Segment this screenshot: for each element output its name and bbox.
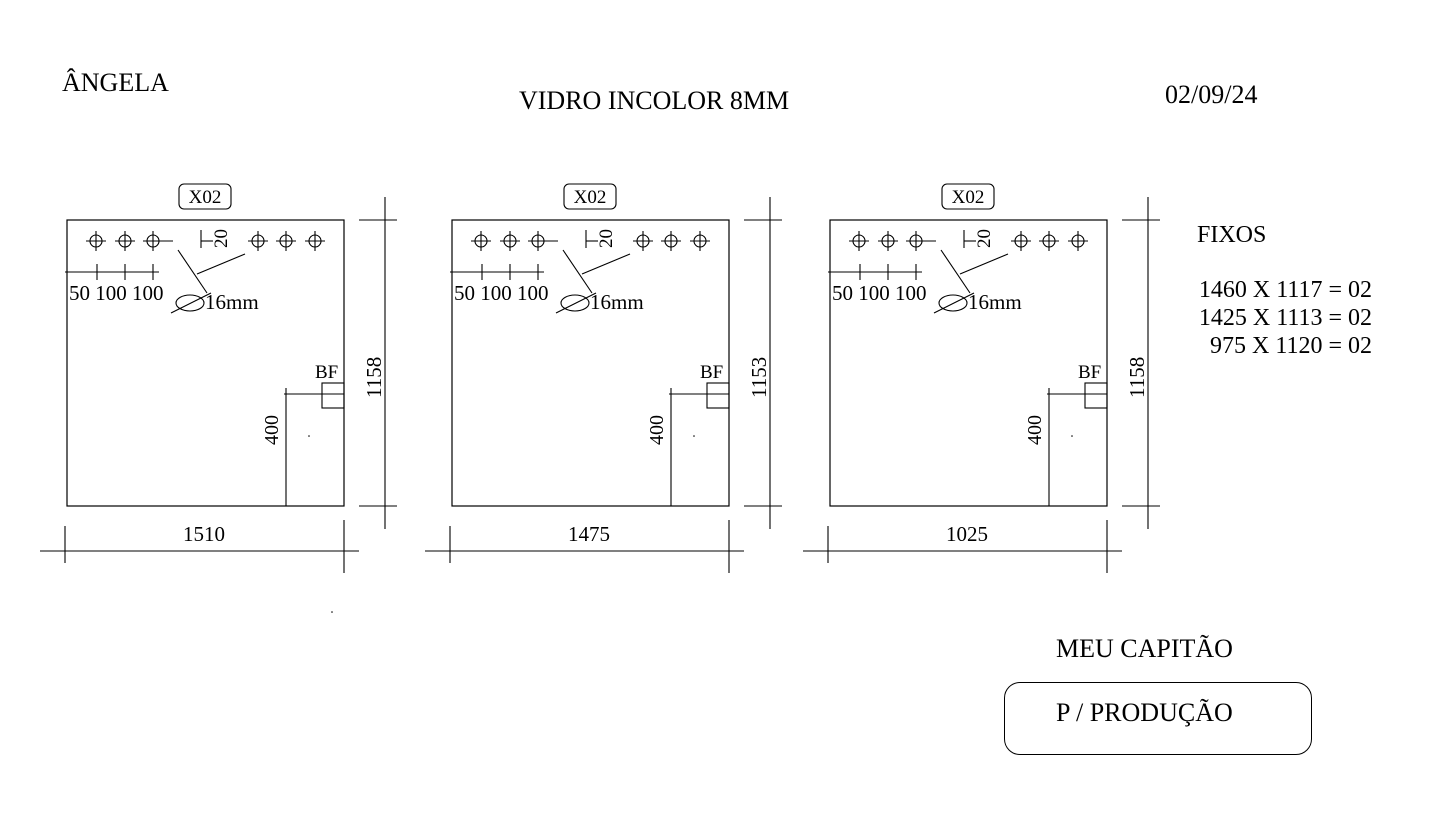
qty-tag-box [941,183,995,210]
qty-tag-box [563,183,617,210]
hole-spacing-label: 50 100 100 [832,281,927,305]
diameter-slash [933,292,975,314]
fixos-line-3: 975 X 1120 = 02 [1210,333,1372,359]
diameter-leader [177,249,208,294]
hole-offset-label: 20 [596,229,617,248]
lock-box [1084,382,1108,409]
qty-tag: X02 [574,187,607,208]
diameter-leader [196,253,246,275]
height-label: 1158 [1125,357,1149,398]
hole-offset-label: 20 [211,229,232,248]
hole-offset-label: 20 [974,229,995,248]
hole-diameter-label: 16mm [205,290,259,314]
production-stamp-box [1004,682,1312,755]
diameter-slash [555,292,597,314]
hole-diameter-symbol [175,294,205,312]
diameter-leader [581,253,631,275]
panel-outline [829,219,1108,507]
qty-tag-box [178,183,232,210]
lock-label: BF [700,362,723,383]
client-name: ÂNGELA [62,68,169,97]
hole-diameter-label: 16mm [968,290,1022,314]
height-label: 1158 [362,357,386,398]
width-label: 1475 [568,522,610,546]
panel-outline [451,219,730,507]
hole-spacing-label: 50 100 100 [454,281,549,305]
center-point [693,435,695,437]
diameter-leader [959,253,1009,275]
fixos-line-2: 1425 X 1113 = 02 [1198,305,1372,331]
width-label: 1025 [946,522,988,546]
lock-box [321,382,345,409]
diameter-leader [940,249,971,294]
hole-spacing-label: 50 100 100 [69,281,164,305]
fixos-heading: FIXOS [1197,222,1267,248]
qty-tag: X02 [189,187,222,208]
order-date: 02/09/24 [1165,80,1258,109]
signature-text: MEU CAPITÃO [1056,634,1233,663]
lock-box [706,382,730,409]
lock-height-label: 400 [646,415,668,445]
stray-mark [331,611,333,613]
glass-spec-title: VIDRO INCOLOR 8MM [519,86,790,115]
diameter-slash [170,292,212,314]
lock-label: BF [315,362,338,383]
fixos-line-1: 1460 X 1117 = 02 [1198,277,1372,303]
hole-diameter-symbol [938,294,968,312]
qty-tag: X02 [952,187,985,208]
lock-height-label: 400 [1024,415,1046,445]
diameter-leader [562,249,593,294]
lock-height-label: 400 [261,415,283,445]
production-stamp-label: P / PRODUÇÃO [1056,698,1233,727]
height-label: 1153 [747,357,771,398]
center-point [1071,435,1073,437]
lock-label: BF [1078,362,1101,383]
panel-outline [66,219,345,507]
hole-diameter-symbol [560,294,590,312]
width-label: 1510 [183,522,225,546]
center-point [308,435,310,437]
hole-diameter-label: 16mm [590,290,644,314]
